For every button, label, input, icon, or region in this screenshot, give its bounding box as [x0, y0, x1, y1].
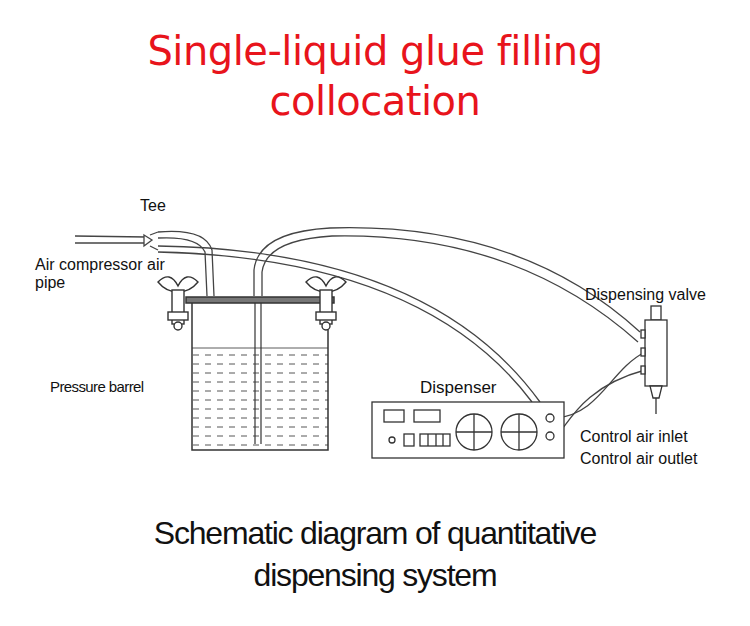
glue-tube [262, 236, 638, 342]
diagram-title: Single-liquid glue filling collocation [95, 26, 655, 126]
air-pipe [75, 242, 146, 243]
tee-fitting [150, 232, 158, 250]
glue-tube [254, 228, 640, 332]
part-label: Dispensing valve [585, 286, 745, 304]
part-label: Tee [140, 197, 200, 215]
control-air-tube [556, 370, 645, 436]
diagram-caption: Schematic diagram of quantitative dispen… [85, 512, 665, 596]
dispensing-valve [641, 306, 667, 414]
wing-nut [158, 277, 346, 330]
pressure-barrel [186, 297, 334, 450]
air-pipe [75, 236, 146, 237]
part-label: Dispenser [420, 378, 530, 398]
tee-fitting [144, 235, 152, 246]
dispenser-controller [372, 402, 564, 458]
part-label: Air compressor air pipe [35, 256, 185, 292]
air-hose [158, 231, 214, 296]
part-label: Control air outlet [580, 450, 745, 468]
part-label: Pressure barrel [50, 378, 185, 395]
control-air-tube [556, 352, 645, 418]
part-label: Control air inlet [580, 428, 745, 446]
